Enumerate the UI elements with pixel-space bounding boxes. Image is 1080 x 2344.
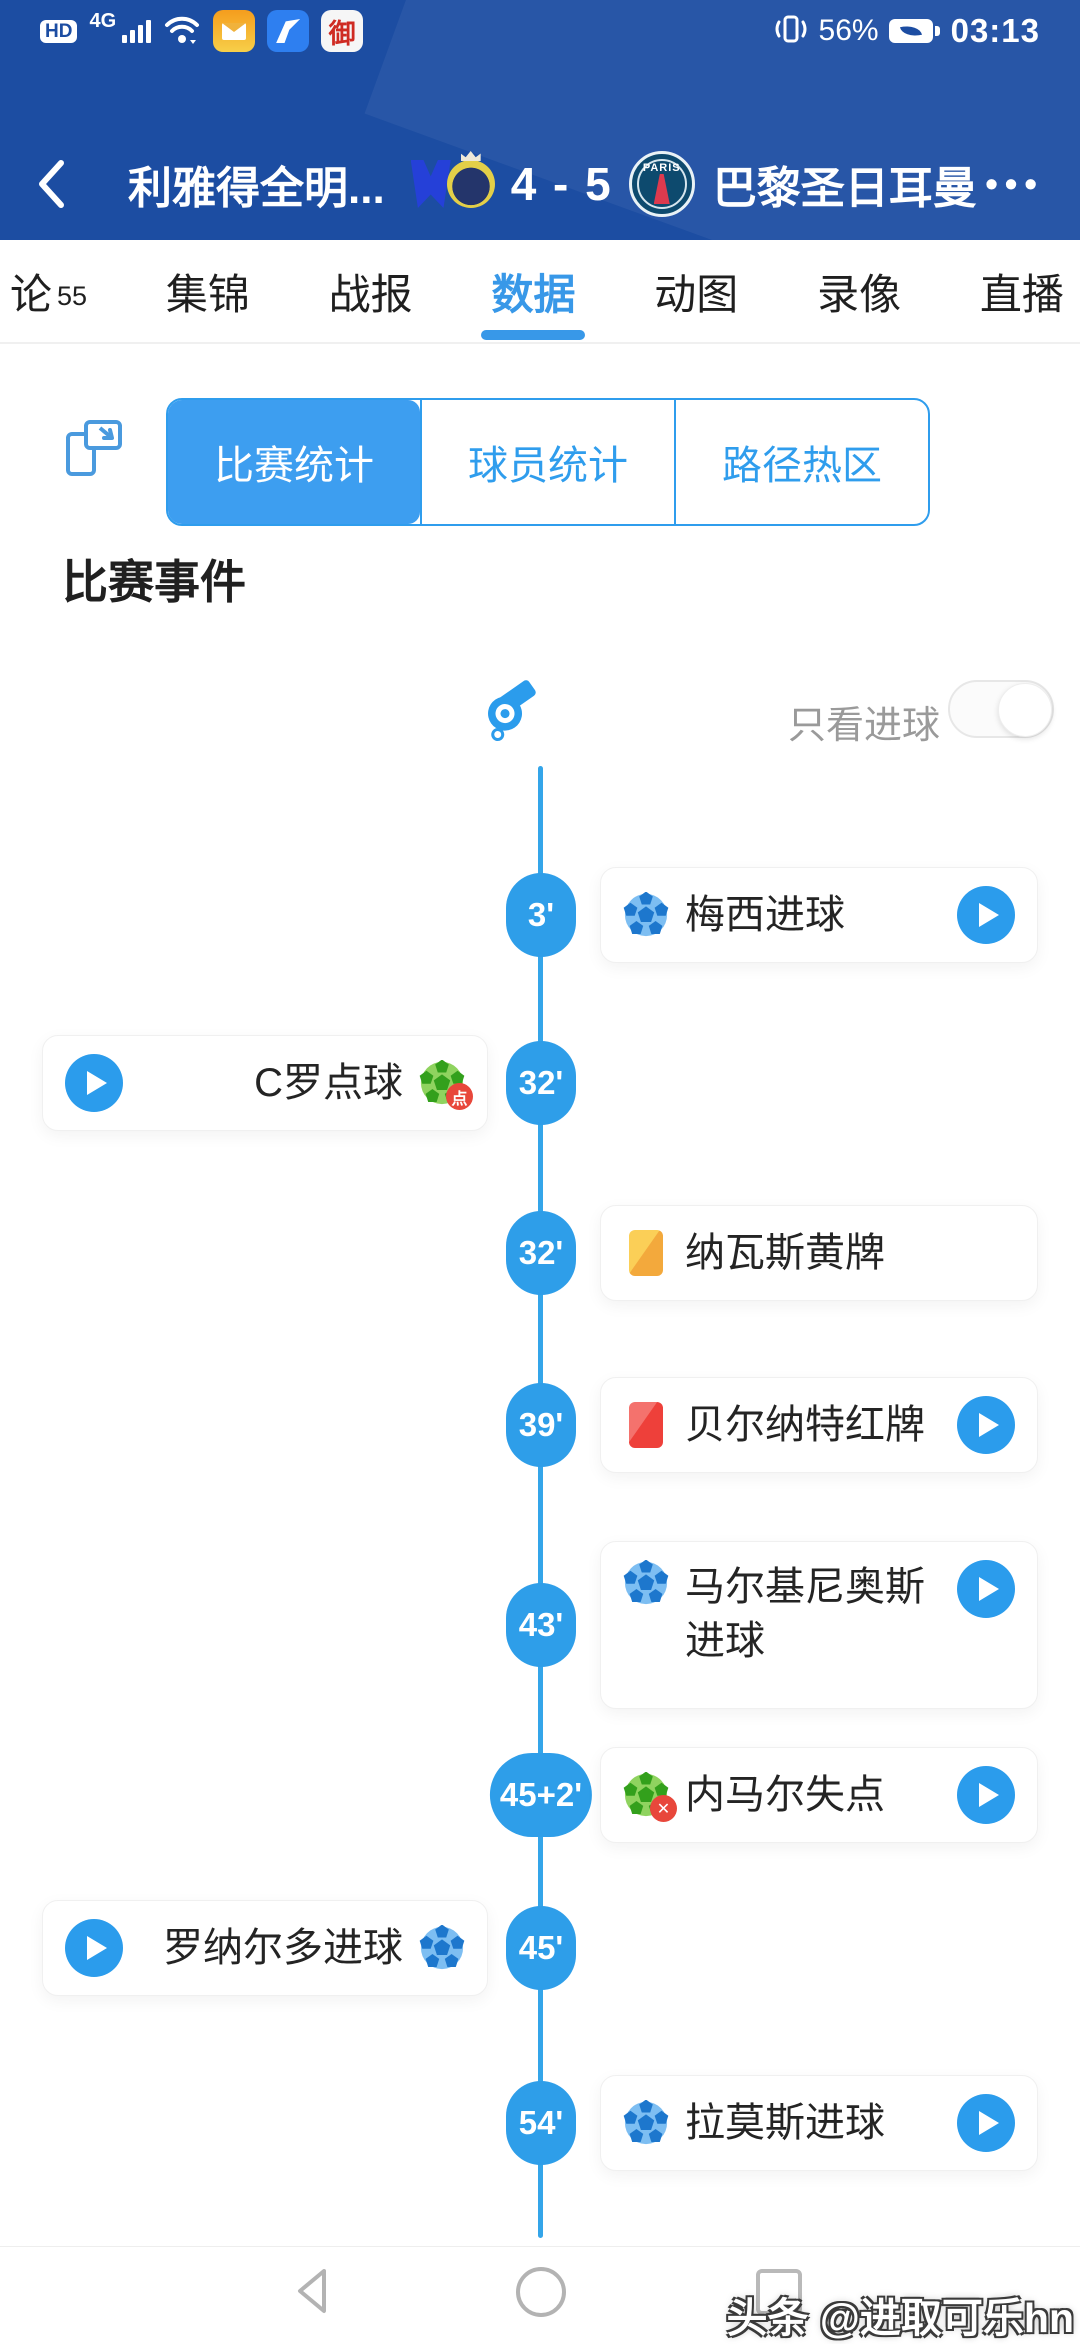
minute-badge: 43' (506, 1583, 576, 1667)
home-team-logo-icon (410, 160, 451, 208)
signal-bars-icon: 4G (89, 10, 152, 43)
subtab-1[interactable]: 比赛统计 (168, 400, 420, 524)
tab-count: 55 (57, 280, 88, 311)
event-text: 内马尔失点 (685, 1773, 885, 1817)
miss-badge: ✕ (650, 1795, 677, 1822)
tab-label: 论 (10, 270, 53, 318)
event-text: 贝尔纳特红牌 (685, 1403, 925, 1447)
tab-label: 集锦 (165, 270, 250, 318)
match-score: 4 - 5 (510, 158, 613, 210)
tab-label: 战报 (328, 270, 413, 318)
home-team-logo2-icon (446, 151, 495, 208)
event-text: 梅西进球 (685, 893, 845, 937)
wifi-icon (163, 12, 201, 51)
goal-ball-icon (419, 1924, 465, 1971)
yellow-card-icon (623, 1230, 669, 1276)
play-video-button[interactable] (957, 1560, 1015, 1618)
minute-badge: 39' (506, 1383, 576, 1467)
tab-6[interactable]: 录像 (811, 240, 907, 342)
subtab-3[interactable]: 路径热区 (674, 400, 928, 524)
play-video-button[interactable] (957, 1766, 1015, 1824)
eiffel-tower-icon (653, 174, 670, 204)
play-video-button[interactable] (957, 886, 1015, 944)
minute-badge: 45+2' (489, 1753, 593, 1837)
clock-label: 03:13 (950, 12, 1040, 49)
toggle-knob (998, 683, 1052, 737)
battery-leaf-icon (888, 18, 941, 44)
timeline-line (538, 766, 543, 2238)
event-card[interactable]: 马尔基尼奥斯进球 (600, 1541, 1038, 1709)
tab-5[interactable]: 动图 (648, 240, 744, 342)
tab-label: 录像 (817, 270, 902, 318)
vibrate-icon (773, 12, 809, 51)
status-right-icons: 56% 03:13 (773, 12, 1040, 51)
android-nav-bar (0, 2246, 1080, 2341)
goal-ball-icon (623, 2099, 669, 2146)
away-team-logo-icon: PARIS (628, 151, 695, 217)
event-card[interactable]: 拉莫斯进球 (600, 2075, 1038, 2171)
away-team-name: 巴黎圣日耳曼 (712, 164, 977, 213)
home-team-name: 利雅得全明... (128, 164, 385, 213)
tab-label: 数据 (491, 270, 576, 318)
tab-4[interactable]: 数据 (481, 240, 586, 342)
minute-badge: 32' (506, 1041, 576, 1125)
play-video-button[interactable] (957, 2094, 1015, 2152)
feather-app-icon (267, 10, 310, 52)
active-tab-underline (481, 330, 586, 340)
event-card[interactable]: 梅西进球 (600, 867, 1038, 963)
goal-ball-icon (623, 891, 669, 938)
only-goals-label: 只看进球 (788, 705, 941, 747)
minute-badge: 45' (506, 1906, 576, 1990)
watermark: 头条 @进取可乐hn (726, 2295, 1074, 2341)
event-card[interactable]: C罗点球点 (42, 1035, 488, 1131)
play-video-button[interactable] (957, 1396, 1015, 1454)
status-left-icons: HD 4G 御 (40, 10, 364, 52)
minute-badge: 32' (506, 1211, 576, 1295)
event-text: 马尔基尼奥斯进球 (685, 1565, 925, 1663)
event-text: 纳瓦斯黄牌 (685, 1231, 885, 1275)
network-type-label: 4G (89, 9, 117, 32)
yu-app-icon: 御 (321, 10, 364, 52)
tab-7[interactable]: 直播 (974, 240, 1070, 342)
only-goals-toggle[interactable] (948, 680, 1054, 738)
match-header: 利雅得全明... 4 - 5 PARIS 巴黎圣日耳曼 ••• (0, 136, 1080, 232)
recents-square-icon[interactable] (756, 2269, 802, 2315)
stats-segmented-control: 比赛统计球员统计路径热区 (166, 398, 930, 526)
section-title: 比赛事件 (62, 556, 246, 608)
battery-percent-label: 56% (818, 14, 879, 47)
minute-badge: 3' (506, 873, 576, 957)
subtab-2[interactable]: 球员统计 (420, 400, 674, 524)
event-text: 罗纳尔多进球 (163, 1926, 403, 1970)
play-video-button[interactable] (65, 1054, 123, 1112)
mail-app-icon (213, 10, 256, 52)
tab-2[interactable]: 集锦 (160, 240, 256, 342)
minute-badge: 54' (506, 2081, 576, 2165)
red-card-icon (623, 1402, 669, 1448)
tab-3[interactable]: 战报 (323, 240, 419, 342)
more-menu-button[interactable]: ••• (985, 163, 1044, 204)
rotate-screen-icon[interactable] (60, 414, 126, 485)
status-bar: HD 4G 御 (0, 6, 1080, 56)
event-card[interactable]: ✕ 内马尔失点 (600, 1747, 1038, 1843)
tab-label: 动图 (654, 270, 739, 318)
tab-label: 直播 (979, 270, 1064, 318)
event-card[interactable]: 罗纳尔多进球 (42, 1900, 488, 1996)
penalty-miss-ball-icon: ✕ (623, 1771, 677, 1822)
event-text: 拉莫斯进球 (685, 2101, 885, 2145)
penalty-badge: 点 (446, 1083, 473, 1110)
penalty-goal-ball-icon: 点 (419, 1059, 473, 1110)
goal-ball-icon (623, 1559, 669, 1606)
event-text: C罗点球 (254, 1061, 403, 1105)
whistle-icon (470, 668, 548, 751)
back-button[interactable] (36, 154, 80, 214)
event-card[interactable]: 贝尔纳特红牌 (600, 1377, 1038, 1473)
event-card[interactable]: 纳瓦斯黄牌 (600, 1205, 1038, 1301)
play-video-button[interactable] (65, 1919, 123, 1977)
back-triangle-icon[interactable] (288, 2265, 340, 2322)
hd-icon: HD (40, 19, 78, 43)
home-circle-icon[interactable] (516, 2267, 566, 2317)
app-bar: HD 4G 御 (0, 0, 1080, 240)
